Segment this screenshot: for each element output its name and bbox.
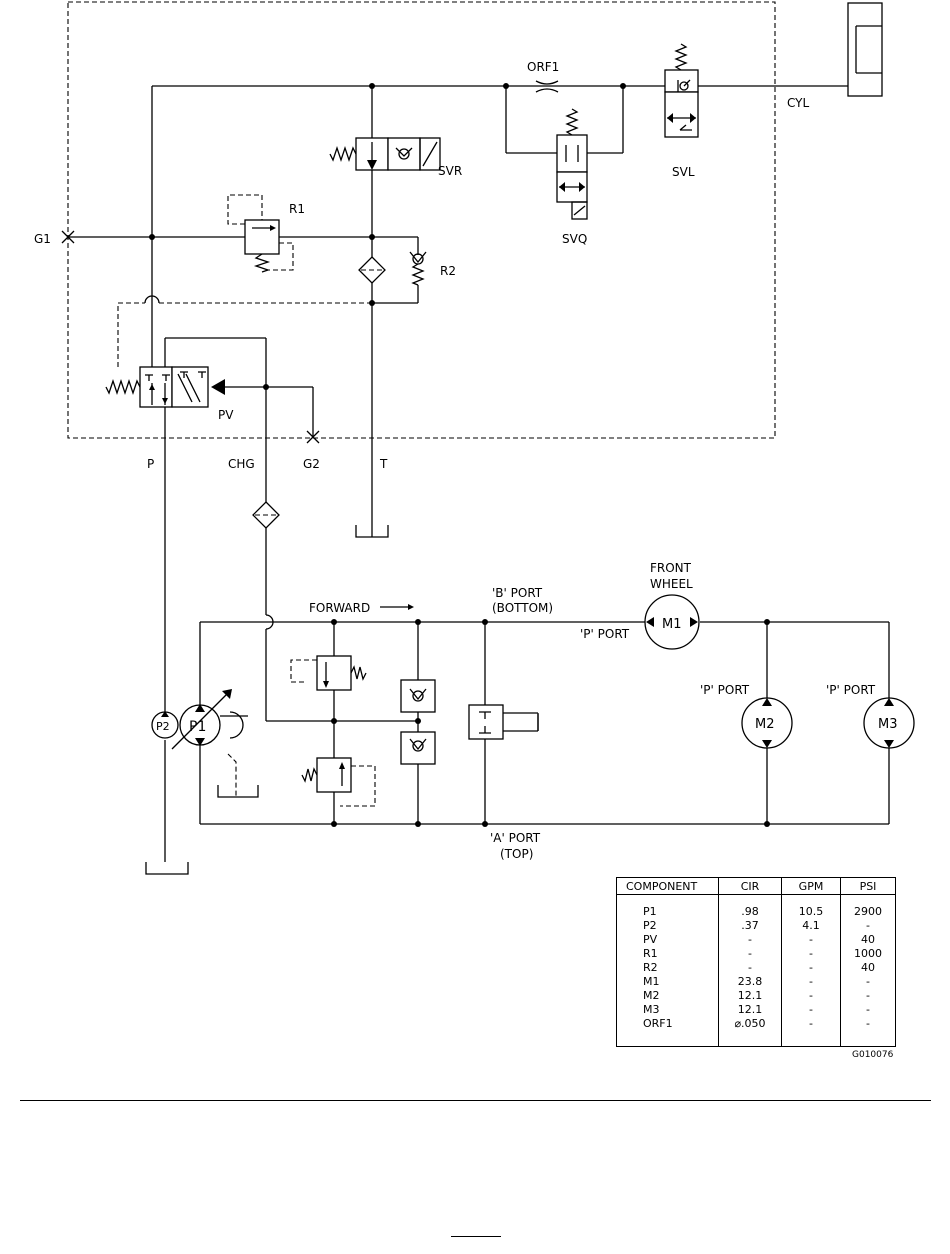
figure-id: G010076 (852, 1050, 893, 1060)
label-svq: SVQ (562, 232, 587, 246)
spec-cell: 2900 (842, 905, 894, 919)
label-t: T (379, 457, 388, 471)
label-p-port-m1: 'P' PORT (580, 627, 630, 641)
pump-p1-symbol (172, 689, 248, 797)
label-orf1: ORF1 (527, 60, 559, 74)
header-cir: CIR (719, 878, 782, 895)
label-front: FRONT (650, 561, 692, 575)
label-p2: P2 (156, 720, 170, 733)
spec-cell: 12.1 (720, 989, 780, 1003)
spec-cell: M2 (643, 989, 717, 1003)
spool-valve-symbol (469, 705, 538, 739)
spec-cell: - (720, 961, 780, 975)
header-psi: PSI (841, 878, 896, 895)
valve-svr-symbol (330, 138, 440, 170)
spec-cell: - (842, 919, 894, 933)
spec-cell: M3 (643, 1003, 717, 1017)
label-a-port: 'A' PORT (490, 831, 541, 845)
cylinder-cyl-symbol (848, 3, 882, 96)
label-forward: FORWARD (309, 601, 370, 615)
upper-lines (68, 86, 848, 537)
label-p1: P1 (189, 719, 206, 735)
spec-cell: - (783, 1017, 839, 1031)
spec-cell: ⌀.050 (720, 1017, 780, 1031)
label-g2: G2 (303, 457, 320, 471)
spec-cell: - (783, 975, 839, 989)
spec-cell: - (842, 989, 894, 1003)
spec-cell: .98 (720, 905, 780, 919)
label-a-port-top: (TOP) (500, 847, 533, 861)
spec-cell: - (783, 933, 839, 947)
spec-cell: R1 (643, 947, 717, 961)
spec-cell: - (842, 1017, 894, 1031)
label-r2: R2 (440, 264, 456, 278)
valve-svq-symbol (557, 109, 587, 219)
label-b-port: 'B' PORT (492, 586, 543, 600)
spec-cell: P2 (643, 919, 717, 933)
spec-cell: - (720, 947, 780, 961)
label-b-port-bottom: (BOTTOM) (492, 601, 553, 615)
label-m1: M1 (662, 617, 682, 632)
valve-svl-symbol (665, 44, 698, 137)
spec-cell: 12.1 (720, 1003, 780, 1017)
label-chg: CHG (228, 457, 255, 471)
spec-cell: - (783, 1003, 839, 1017)
spec-cell: PV (643, 933, 717, 947)
label-p: P (147, 457, 154, 471)
spec-cell: .37 (720, 919, 780, 933)
relief-r1-symbol (228, 195, 293, 272)
header-gpm: GPM (782, 878, 841, 895)
spec-cell: 1000 (842, 947, 894, 961)
spec-cell: - (720, 933, 780, 947)
spec-cell: 23.8 (720, 975, 780, 989)
label-g1: G1 (34, 232, 51, 246)
spec-cell: P1 (643, 905, 717, 919)
spec-cell: 40 (842, 933, 894, 947)
loop-relief-upper-symbol (291, 656, 366, 690)
spec-cell: ORF1 (643, 1017, 717, 1031)
label-svr: SVR (438, 164, 462, 178)
spec-cell: 10.5 (783, 905, 839, 919)
label-p-port-m3: 'P' PORT (826, 683, 876, 697)
label-pv: PV (218, 408, 234, 422)
spec-cell: - (783, 989, 839, 1003)
relief-r2-symbol (410, 252, 426, 285)
label-cyl: CYL (787, 96, 809, 110)
label-p-port-m2: 'P' PORT (700, 683, 750, 697)
label-svl: SVL (672, 165, 695, 179)
spec-cell: - (842, 1003, 894, 1017)
loop-relief-lower-symbol (302, 758, 375, 806)
spec-cell: 40 (842, 961, 894, 975)
label-m2: M2 (755, 717, 775, 732)
label-wheel: WHEEL (650, 577, 693, 591)
spec-cell: - (783, 947, 839, 961)
spec-cell: - (842, 975, 894, 989)
spec-cell: 4.1 (783, 919, 839, 933)
spec-cell: - (783, 961, 839, 975)
divider-rule (20, 1100, 931, 1101)
spec-cell: R2 (643, 961, 717, 975)
valve-pv-symbol (106, 367, 313, 437)
page-number-rule (451, 1236, 501, 1237)
label-m3: M3 (878, 717, 898, 732)
spec-cell: M1 (643, 975, 717, 989)
label-r1: R1 (289, 202, 305, 216)
header-component: COMPONENT (617, 878, 719, 895)
